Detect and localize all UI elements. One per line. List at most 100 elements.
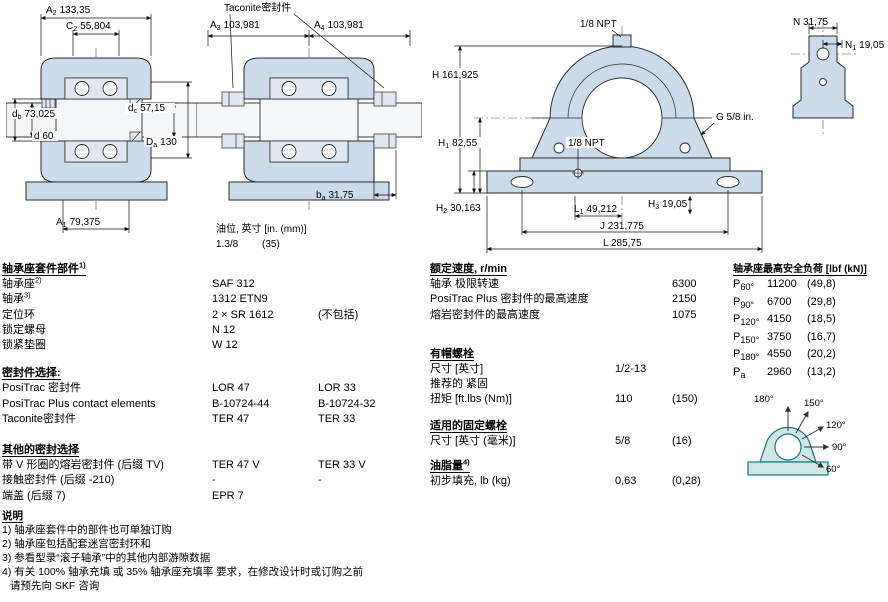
spec-label: P120° xyxy=(733,313,760,328)
spec-value2: LOR 33 xyxy=(318,382,356,395)
spec-label: 定位环 xyxy=(2,308,35,321)
spec-row: PosiTrac 密封件 LOR 47 LOR 33 xyxy=(2,381,426,396)
footnote-4-cont: 请预先向 SKF 咨询 xyxy=(10,579,100,592)
spec-label: Taconite密封件 xyxy=(2,412,76,425)
spec-value2 xyxy=(318,277,426,292)
spec-value2: TER 33 xyxy=(318,412,356,425)
spec-value2: (13,2) xyxy=(807,365,836,378)
spec-value2 xyxy=(672,377,730,392)
housing-section xyxy=(25,57,168,201)
spec-row: 尺寸 [英寸 (毫米)] 5/8 (16) xyxy=(430,434,730,449)
dim-label-d: d 60 xyxy=(34,131,54,142)
spec-value: 0,63 xyxy=(615,475,637,488)
spec-value2: (20,2) xyxy=(807,348,836,361)
spec-value: 2960 xyxy=(767,365,792,378)
oil-level-label: 油位, 英寸 [in. (mm)] xyxy=(216,222,307,235)
load-angle-180: 180° xyxy=(754,394,774,405)
spec-label: 锁紧垫圈 xyxy=(2,339,46,352)
spec-value: - xyxy=(212,474,216,487)
spacer xyxy=(430,323,730,347)
spec-value2 xyxy=(318,338,426,353)
spec-row: P60° 11200 (49,8) xyxy=(733,277,888,294)
footnote-4: 4) 有关 100% 轴承充填 或 35% 轴承座充填率 要求，在修改设计时或订… xyxy=(2,565,364,578)
spec-row: 轴承3) 1312 ETN9 xyxy=(2,292,426,307)
spec-value2: (16,7) xyxy=(807,330,836,343)
spec-value: 1/2-13 xyxy=(615,363,647,376)
spec-value2: B-10724-32 xyxy=(318,397,376,410)
spec-label: 熔岩密封件的最高速度 xyxy=(430,308,540,321)
section-title-seal-options: 密封件选择: xyxy=(2,367,61,381)
spec-value2: 6300 xyxy=(672,278,697,291)
spec-value: 6700 xyxy=(767,295,792,308)
spec-value xyxy=(615,277,672,292)
dimension-lines xyxy=(454,29,763,253)
spec-value2: (18,5) xyxy=(807,313,836,326)
section-title-other-seals: 其他的密封选择 xyxy=(2,444,79,458)
load-angle-150: 150° xyxy=(804,398,824,409)
spec-value: B-10724-44 xyxy=(212,397,270,410)
spec-value2: (0,28) xyxy=(672,475,701,488)
oil-level-value-mm: (35) xyxy=(262,239,280,250)
footnotes: 说明 1) 轴承座套件中的部件也可单独订购 2) 轴承座包括配套迷宫密封环和 3… xyxy=(2,510,442,593)
spec-row: 轴承 极限转速 6300 xyxy=(430,277,730,292)
spec-row: 锁紧垫圈 W 12 xyxy=(2,338,426,353)
bearing-section xyxy=(64,77,128,163)
spacer xyxy=(430,449,730,459)
section-title-attachment-bolts: 适用的固定螺栓 xyxy=(430,419,507,433)
spec-label: 锁定螺母 xyxy=(2,323,46,336)
footnote-1: 1) 轴承座套件中的部件也可单独订购 xyxy=(2,523,172,536)
load-angle-60: 60° xyxy=(826,464,841,475)
spec-label: P150° xyxy=(733,330,760,345)
spec-value: W 12 xyxy=(212,339,238,352)
spec-value2: - xyxy=(318,474,322,487)
dimension-lines xyxy=(207,13,411,199)
spec-label: P90° xyxy=(733,295,755,310)
spec-value2 xyxy=(672,362,730,377)
housing-profile xyxy=(792,35,854,119)
spec-label: 尺寸 [英寸] xyxy=(430,363,484,376)
spec-value: N 12 xyxy=(212,323,236,336)
section-title-grease: 油脂量4) xyxy=(430,457,470,474)
taconite-seal-left xyxy=(221,91,245,149)
spec-value: TER 47 xyxy=(212,412,250,425)
spacer xyxy=(2,353,426,366)
spec-value: 3750 xyxy=(767,330,792,343)
spec-row: Taconite密封件 TER 47 TER 33 xyxy=(2,412,426,427)
spec-value: 11200 xyxy=(767,278,797,291)
oil-level-value: 1.3/8 xyxy=(216,239,239,250)
spec-value2: TER 33 V xyxy=(318,459,366,472)
spec-label: 轴承座2) xyxy=(2,275,42,291)
spec-label: 扭矩 [ft.lbs (Nm)] xyxy=(430,393,512,406)
spec-label: 初步填充, lb (kg) xyxy=(430,475,511,488)
spec-value2 xyxy=(318,323,426,338)
spec-label: 尺寸 [英寸 (毫米)] xyxy=(430,434,516,447)
load-angle-120: 120° xyxy=(826,420,846,431)
spec-value xyxy=(615,308,672,323)
spec-value2 xyxy=(318,489,426,504)
dim-label-npt-top: 1/8 NPT xyxy=(580,19,617,30)
dim-label-G: G 5/8 in. xyxy=(716,112,754,123)
housing-icon xyxy=(747,426,829,476)
dim-label-N: N 31,75 xyxy=(793,17,828,28)
spec-row: 带 V 形圈的熔岩密封件 (后缀 TV) TER 47 V TER 33 V xyxy=(2,458,426,473)
spec-label: PosiTrac Plus contact elements xyxy=(2,397,156,410)
load-arrows xyxy=(785,405,830,468)
spec-row: PosiTrac Plus 密封件的最高速度 2150 xyxy=(430,292,730,307)
spacer xyxy=(430,408,730,419)
spec-row: PosiTrac Plus contact elements B-10724-4… xyxy=(2,397,426,412)
spec-value: TER 47 V xyxy=(212,459,260,472)
spacer xyxy=(2,427,426,443)
spec-label: 轴承3) xyxy=(2,290,31,306)
spec-table-safe-loads: 轴承座最高安全负荷 [lbf (kN)] P60° 11200 (49,8) P… xyxy=(733,262,888,382)
dimension-lines xyxy=(808,23,843,48)
